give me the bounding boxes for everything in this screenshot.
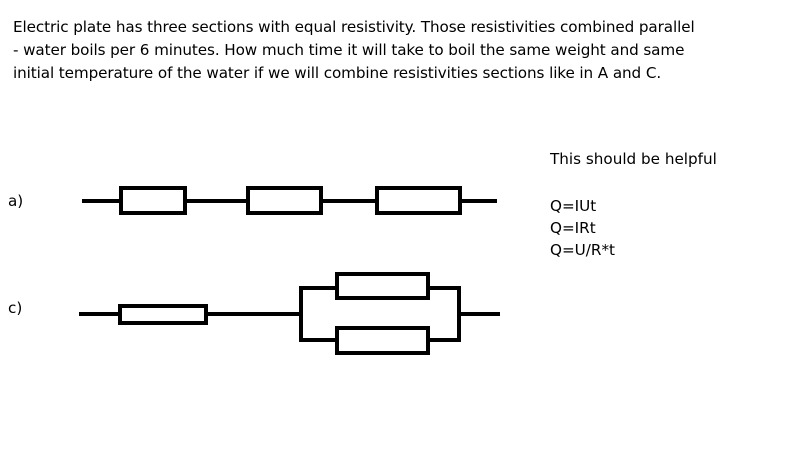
resistor-a-3 [375,186,462,215]
resistor-a-2 [246,186,323,215]
problem-text-line-2: - water boils per 6 minutes. How much ti… [13,41,685,59]
circuit-c-label: c) [8,299,23,317]
formula-q-u-r-t: Q=U/R*t [550,241,616,259]
formula-q-iut: Q=IUt [550,197,597,215]
hint-heading: This should be helpful [550,150,717,168]
resistor-c-2 [335,272,430,300]
circuit-c-series-parallel [79,272,500,355]
circuit-a-series [82,186,497,215]
resistor-a-1 [119,186,187,215]
resistor-c-1 [118,304,208,325]
problem-text-line-3: initial temperature of the water if we w… [13,64,662,82]
problem-text-line-1: Electric plate has three sections with e… [13,18,695,36]
formula-q-irt: Q=IRt [550,219,596,237]
resistor-c-3 [335,326,430,355]
circuit-a-label: a) [8,192,24,210]
